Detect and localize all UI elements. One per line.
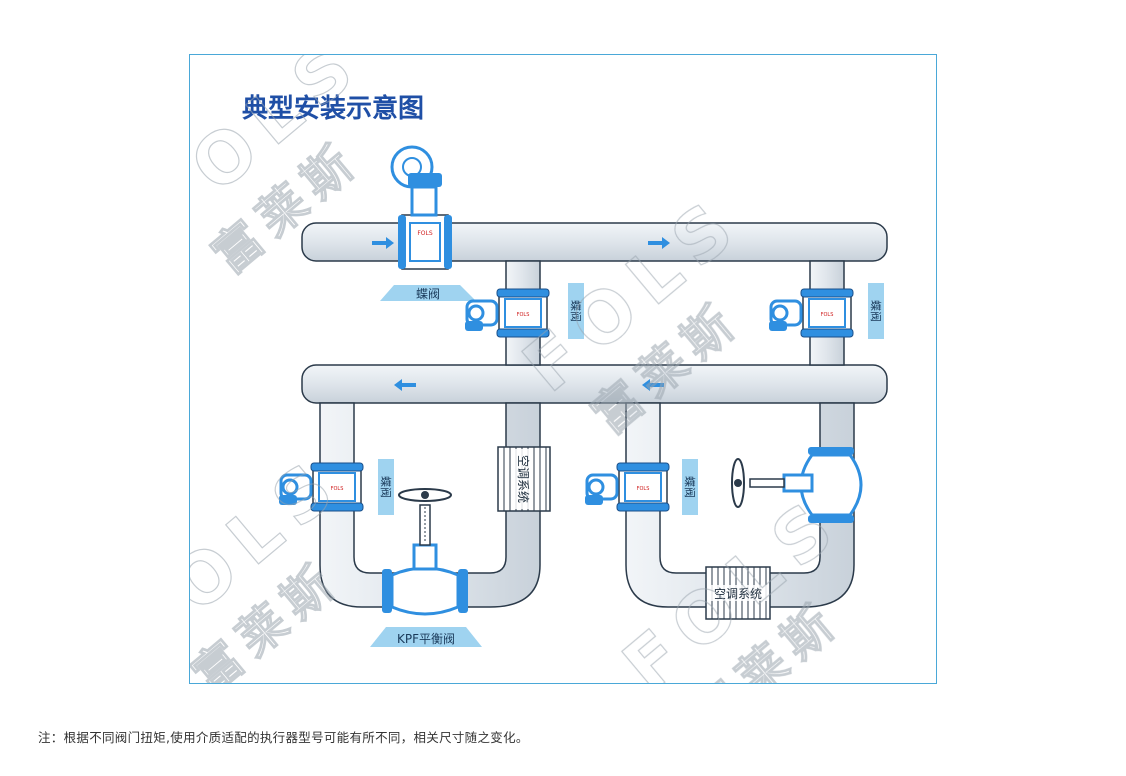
- loop-valve-1-label: 蝶阀: [379, 476, 393, 498]
- riser-valve-2-label: 蝶阀: [869, 300, 883, 322]
- riser-valve-1-label: 蝶阀: [569, 300, 583, 322]
- ac-system-unit-2: 空调系统: [705, 566, 771, 620]
- control-valve: [731, 447, 863, 523]
- installation-diagram: FOLS 典型安装示意图 FOLS 蝶阀: [190, 55, 888, 683]
- diagram-frame: FOLS 典型安装示意图 FOLS 蝶阀: [189, 54, 937, 684]
- valve-badge: FOLS: [417, 230, 433, 237]
- kpf-balance-valve: [382, 488, 468, 616]
- ac-system-label-2: 空调系统: [714, 587, 762, 601]
- diagram-title: 典型安装示意图: [242, 93, 424, 124]
- flow-arrow-icon: [372, 237, 670, 391]
- main-butterfly-valve: FOLS: [390, 145, 452, 270]
- butterfly-valve-label: 蝶阀: [416, 286, 440, 301]
- kpf-valve-label: KPF平衡阀: [397, 632, 455, 646]
- ac-system-label-1: 空调系统: [516, 455, 530, 503]
- ac-system-unit-1: 空调系统: [497, 446, 551, 512]
- loop-valve-2-label: 蝶阀: [683, 476, 697, 498]
- riser-butterfly-valve-2: [767, 287, 855, 339]
- loop-butterfly-valve-2: [583, 461, 671, 513]
- return-main-pipe: [301, 364, 888, 404]
- footer-note: 注：根据不同阀门扭矩,使用介质适配的执行器型号可能有所不同，相关尺寸随之变化。: [38, 730, 529, 745]
